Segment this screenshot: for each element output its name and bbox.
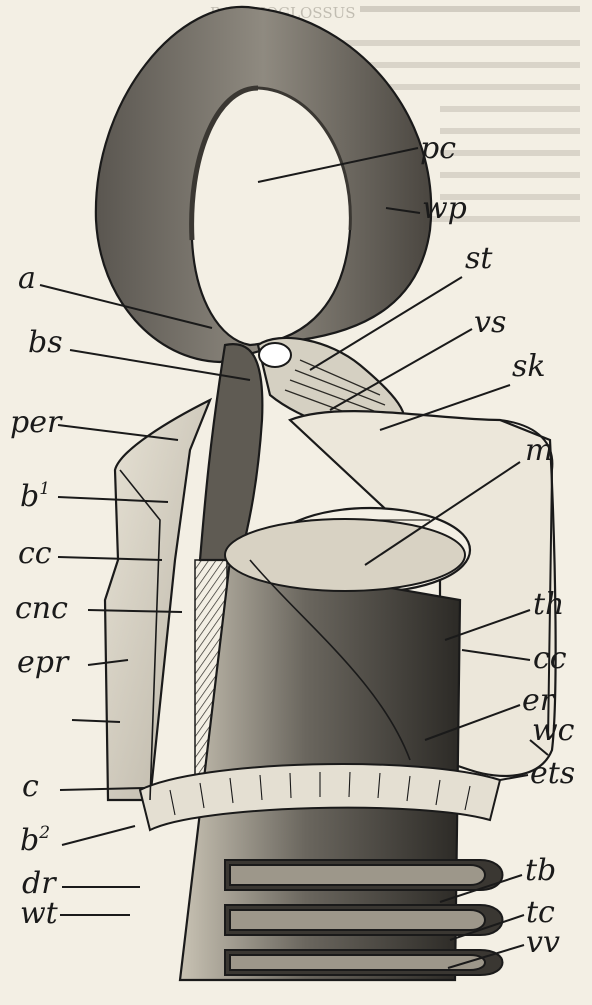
label-vv: vv: [526, 925, 560, 960]
label-m: m: [525, 433, 553, 468]
label-vs: vs: [474, 305, 506, 340]
label-bs: bs: [28, 325, 63, 360]
label-st: st: [465, 241, 493, 276]
label-th: th: [533, 587, 564, 622]
label-c: c: [22, 769, 39, 804]
label-pc: pc: [420, 131, 456, 166]
label-cnc: cnc: [15, 591, 68, 626]
label-wt: wt: [20, 896, 59, 931]
label-wc: wc: [532, 713, 575, 748]
label-ets: ets: [530, 756, 575, 791]
label-cc-right: cc: [533, 641, 567, 676]
gill-bars: [225, 860, 503, 975]
label-wp: wp: [422, 191, 467, 226]
label-a: a: [18, 261, 36, 296]
label-tb: tb: [525, 853, 556, 888]
label-sk: sk: [512, 349, 546, 384]
label-per: per: [10, 405, 63, 440]
label-cc-left: cc: [18, 536, 52, 571]
label-epr: epr: [17, 645, 70, 680]
label-b2: b2: [20, 823, 50, 858]
label-b1: b1: [20, 479, 50, 514]
